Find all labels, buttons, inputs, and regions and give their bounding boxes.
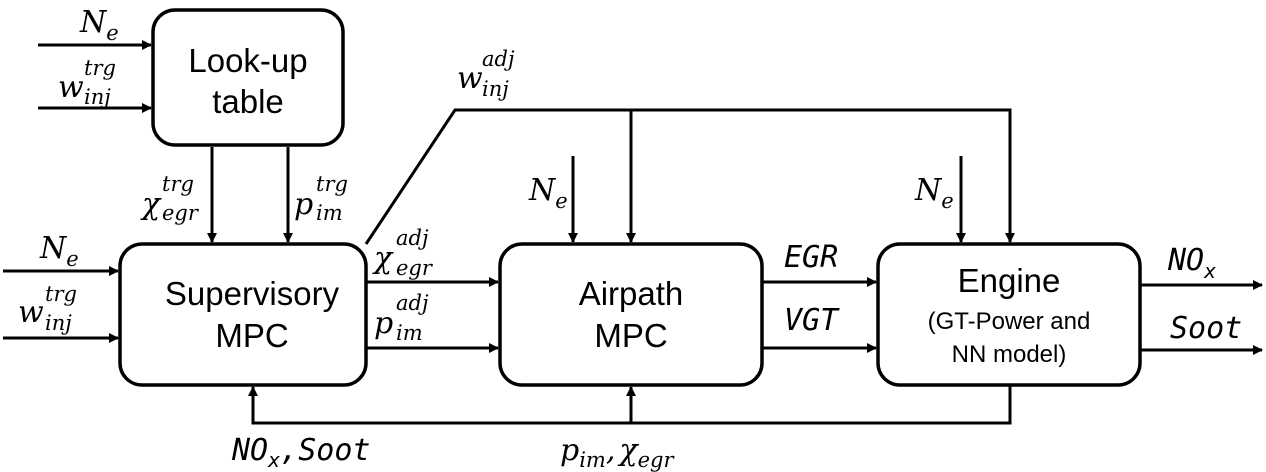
lookup-ne-label: Ne	[79, 5, 119, 45]
lookup-table-block: Look-up table	[151, 8, 345, 147]
feedback-nox-soot-label: NOx,Soot	[231, 433, 370, 472]
supervisory-mpc-block: Supervisory MPC	[118, 242, 368, 387]
lookup-label-1: Look-up	[188, 42, 307, 79]
airpath-ne-label: Ne	[528, 173, 568, 213]
engine-label-2: (GT-Power and	[928, 308, 1091, 335]
airpath-label-2: MPC	[594, 317, 667, 354]
feedback-pim-chi-label: pim,χegr	[560, 433, 675, 472]
lookup-label-2: table	[212, 83, 284, 120]
supervisory-label-1: Supervisory	[165, 275, 340, 312]
airpath-label-1: Airpath	[579, 275, 684, 312]
engine-label-3: NN model)	[952, 341, 1067, 368]
supervisory-label-2: MPC	[215, 317, 288, 354]
vgt-label: VGT	[784, 303, 840, 338]
engine-ne-label: Ne	[914, 173, 954, 213]
engine-block: Engine (GT-Power and NN model)	[876, 242, 1142, 387]
soot-output-label: Soot	[1170, 311, 1242, 346]
w-inj-adj-main-wire	[364, 108, 1015, 245]
nox-output-label: NOx	[1167, 243, 1216, 283]
engine-label-1: Engine	[958, 262, 1061, 299]
supervisory-ne-label: Ne	[39, 231, 79, 271]
airpath-mpc-block: Airpath MPC	[498, 242, 764, 387]
egr-label: EGR	[784, 240, 838, 275]
